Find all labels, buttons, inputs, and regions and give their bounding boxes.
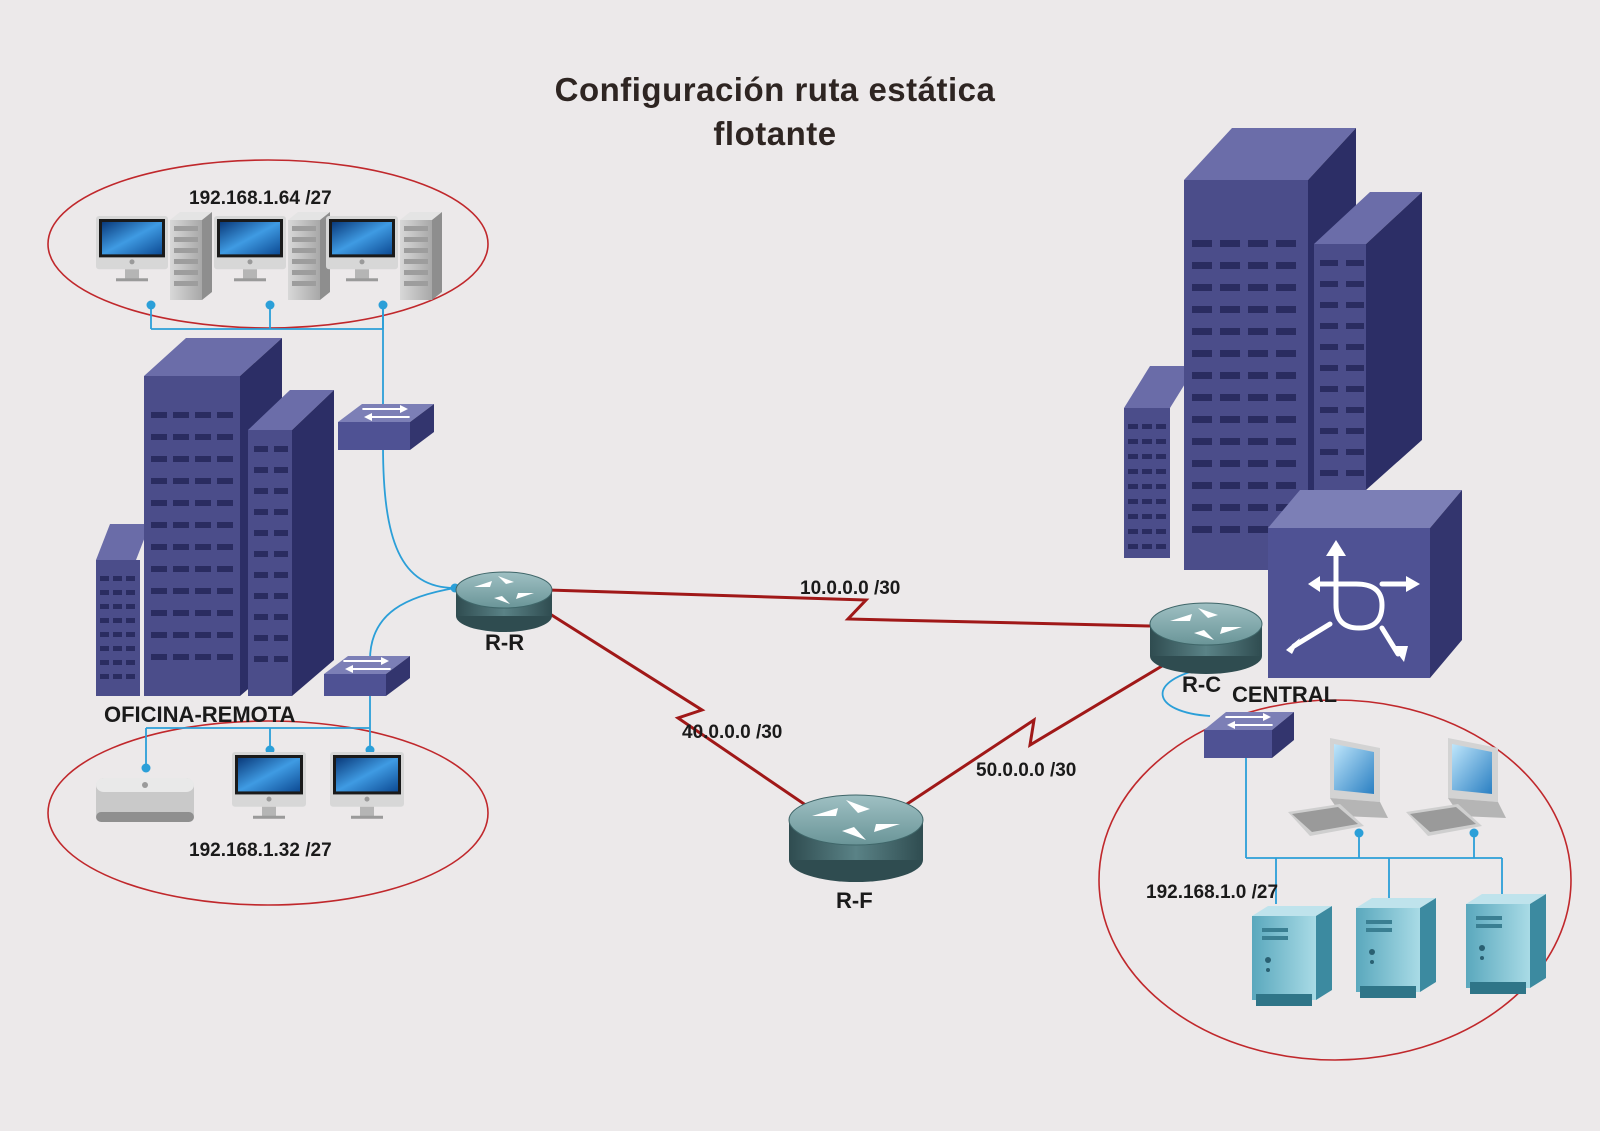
router-label-rr: R-R <box>485 630 525 655</box>
workstation-icon-central-1 <box>1288 738 1388 836</box>
router-label-rf: R-F <box>836 888 873 913</box>
layer3-switch-icon-central <box>1268 490 1462 678</box>
server-icon-central-1 <box>1252 906 1332 1006</box>
router-icon-rf <box>788 794 924 882</box>
network-ellipse-central <box>1098 699 1572 1061</box>
network-label-remote-lower: 192.168.1.32 /27 <box>189 840 332 861</box>
wan-links <box>547 588 1163 810</box>
router-label-rc: R-C <box>1182 672 1222 697</box>
link-label-rf-rc: 50.0.0.0 /30 <box>976 760 1077 781</box>
router-icon-rc <box>1149 602 1263 674</box>
pc-icon-remote-lower-2 <box>330 752 404 819</box>
workstation-icon-central-2 <box>1406 738 1506 836</box>
server-icon-central-2 <box>1356 898 1436 998</box>
switch-icon-remote-upper <box>338 404 434 450</box>
wan-link-rf-rc <box>903 664 1163 808</box>
building-icon-central <box>1124 128 1422 570</box>
router-icon-rr <box>455 571 553 632</box>
wan-link-rr-rc <box>547 588 1151 628</box>
link-label-rr-rc: 10.0.0.0 /30 <box>800 578 901 599</box>
pc-icon-remote-upper-2 <box>214 212 330 300</box>
diagram-title: Configuración ruta estática flotante <box>500 68 1050 156</box>
server-icon-central-3 <box>1466 894 1546 994</box>
network-label-remote-upper: 192.168.1.64 /27 <box>189 188 332 209</box>
pc-icon-remote-upper-1 <box>96 212 212 300</box>
mac-mini-icon <box>96 778 194 822</box>
pc-icon-remote-lower-1 <box>232 752 306 819</box>
title-line-1: Configuración ruta estática <box>554 71 996 108</box>
wan-link-rr-rf <box>549 612 811 810</box>
switch-icon-remote-lower <box>324 656 410 696</box>
network-label-central: 192.168.1.0 /27 <box>1146 882 1279 903</box>
building-icon-remote <box>96 338 334 696</box>
network-ellipse-remote-lower <box>47 720 489 906</box>
pc-icon-remote-upper-3 <box>326 212 442 300</box>
site-label-central: CENTRAL <box>1232 682 1338 707</box>
switch-icon-central <box>1204 712 1294 758</box>
network-ellipse-remote-upper <box>47 159 489 329</box>
site-label-remote: OFICINA-REMOTA <box>104 702 296 727</box>
title-line-2: flotante <box>713 115 837 152</box>
link-label-rr-rf: 40.0.0.0 /30 <box>682 722 783 743</box>
lan-links <box>145 305 1503 904</box>
